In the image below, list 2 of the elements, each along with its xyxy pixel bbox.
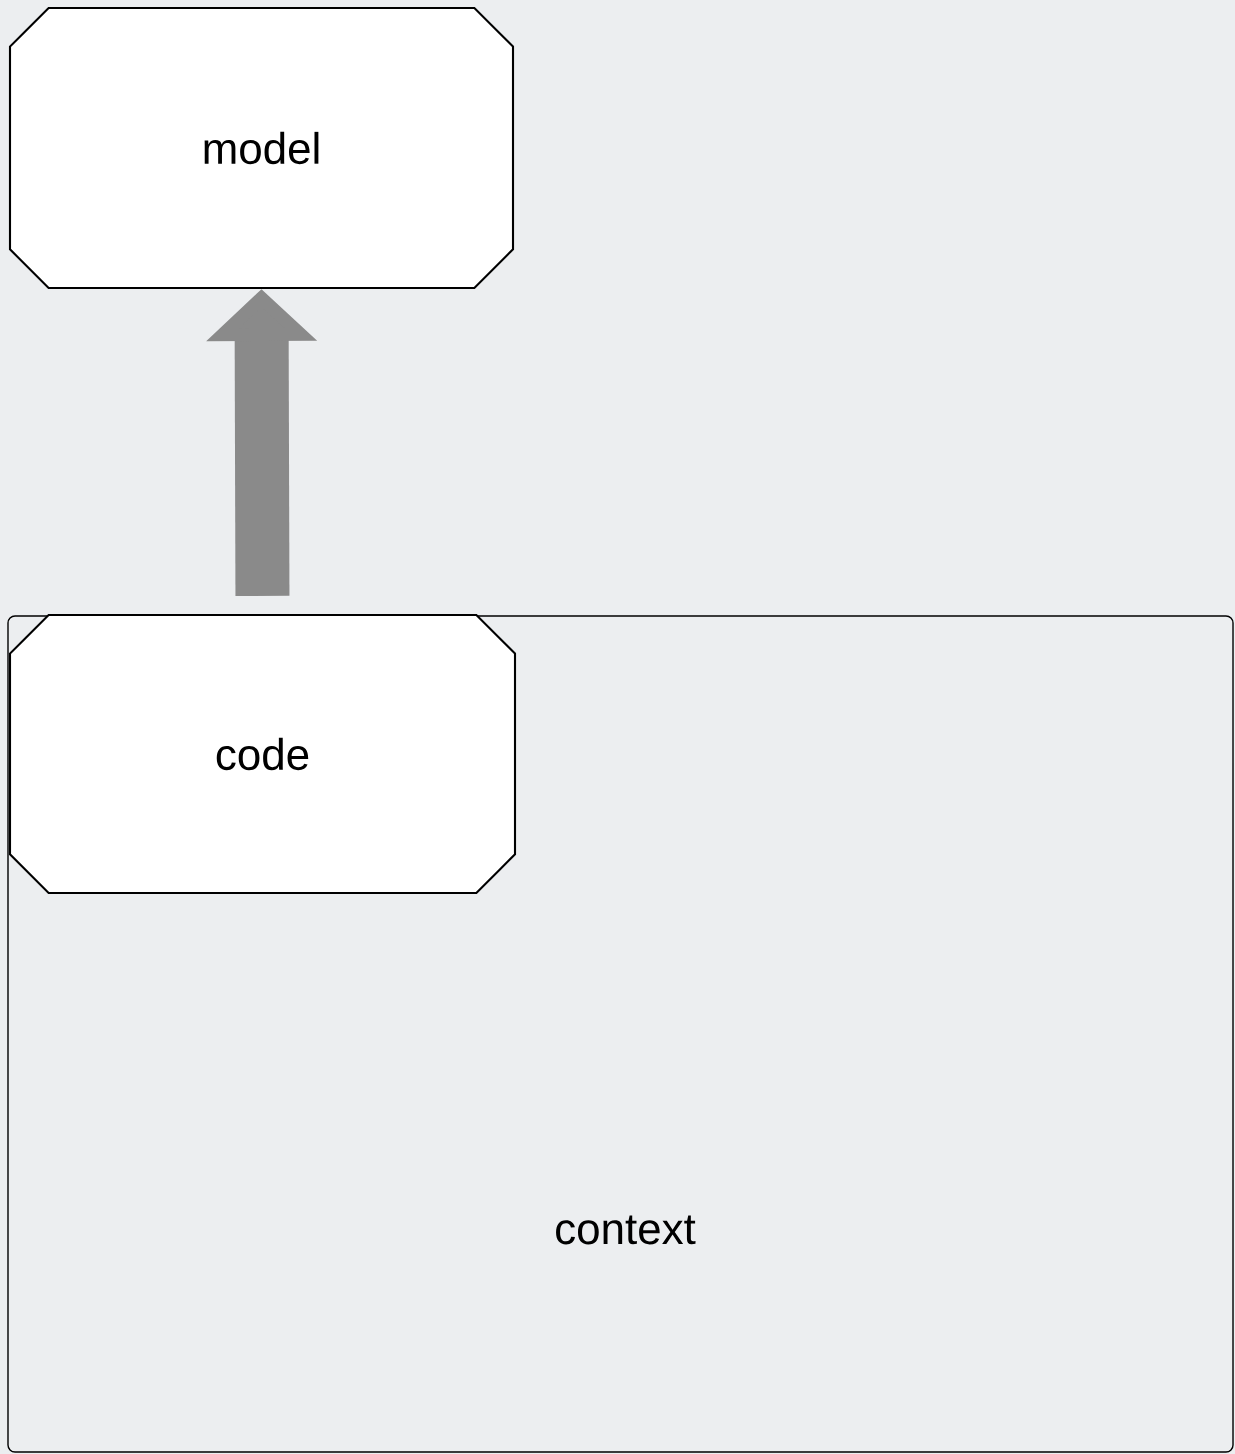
- process-box: code: [8, 613, 517, 895]
- process-box: model: [8, 6, 515, 290]
